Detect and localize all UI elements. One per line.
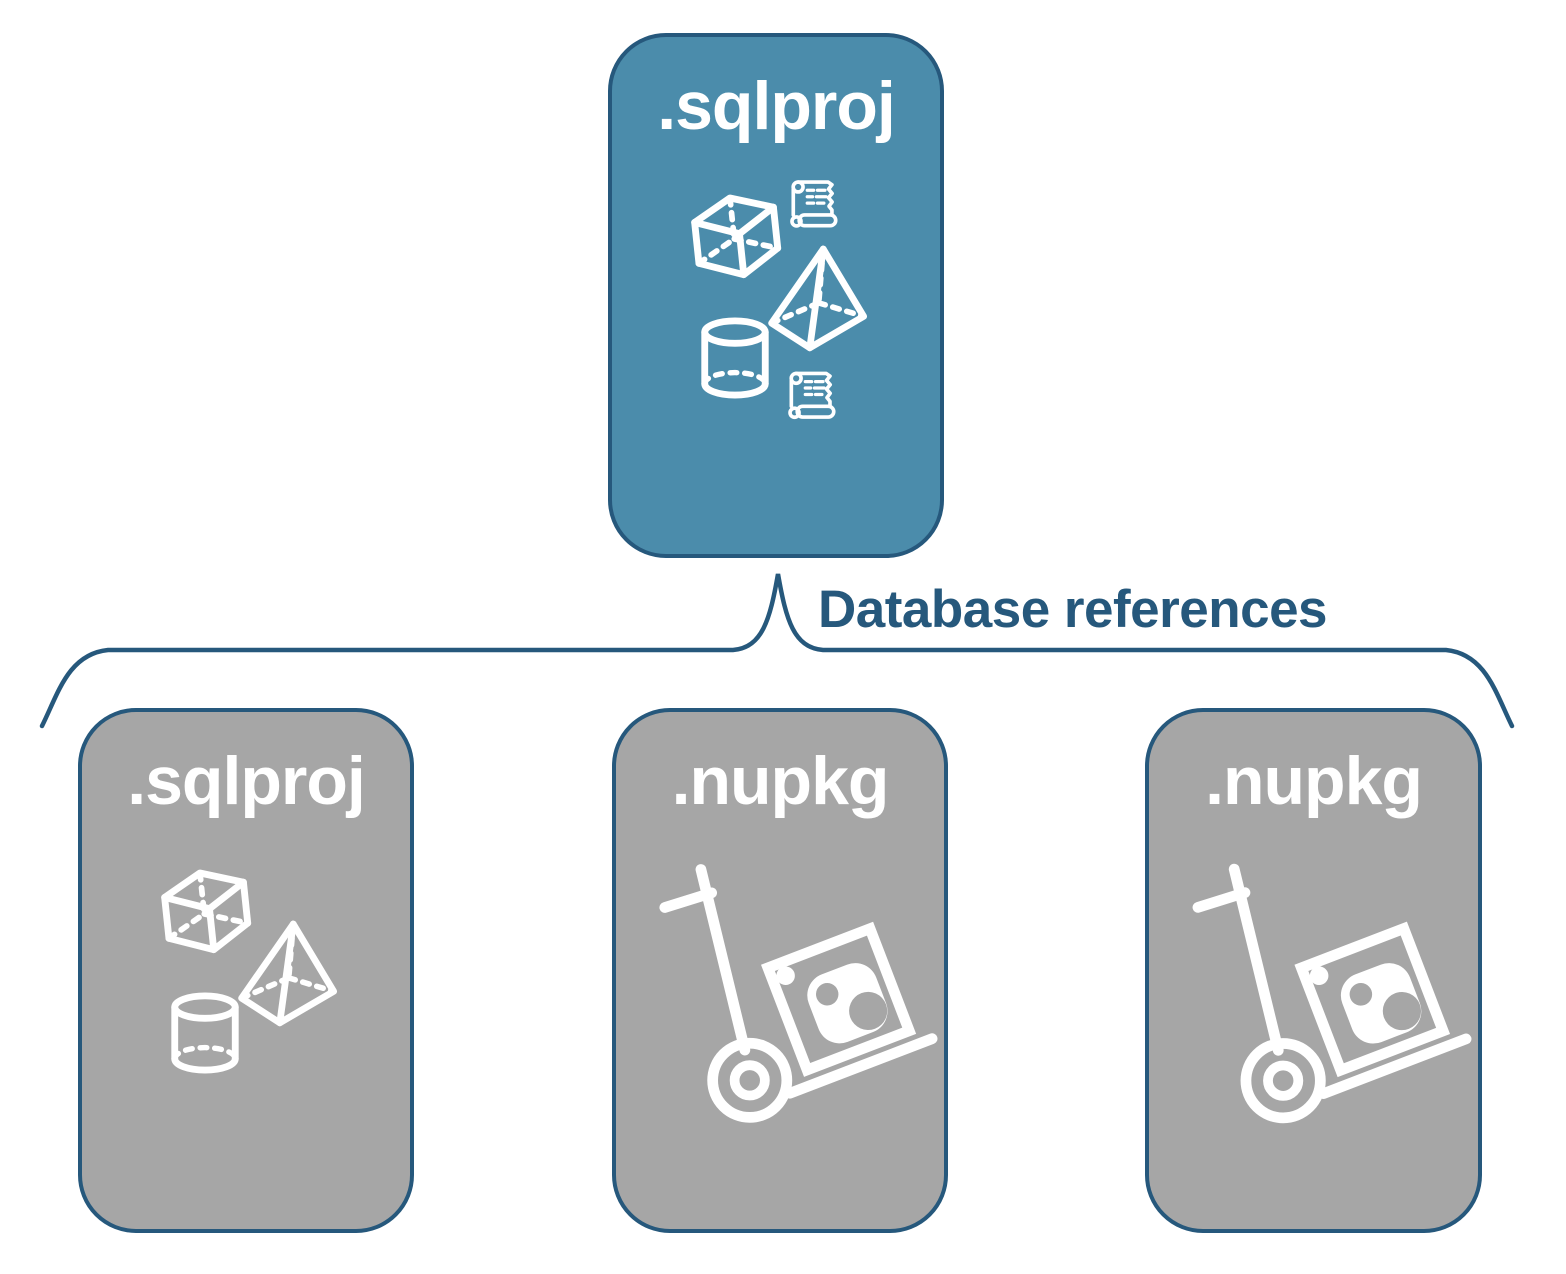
pyramid-icon <box>772 249 864 348</box>
node-sqlproj-root: .sqlproj <box>608 33 944 558</box>
node-label: .sqlproj <box>127 743 366 819</box>
scroll-icon <box>788 371 836 420</box>
cube-icon <box>162 869 250 955</box>
hand-truck-package-icon <box>1198 869 1466 1118</box>
cube-icon <box>692 194 780 280</box>
node-label: .nupkg <box>1205 743 1423 819</box>
node-nupkg-reference-1: .nupkg <box>612 708 948 1233</box>
hand-truck-package-icon <box>665 869 932 1117</box>
node-label: .nupkg <box>671 743 890 819</box>
connector-label: Database references <box>818 580 1328 639</box>
scroll-icon <box>790 180 838 228</box>
pyramid-icon <box>242 924 334 1023</box>
node-sqlproj-reference: .sqlproj <box>78 708 414 1233</box>
cylinder-icon <box>175 996 236 1070</box>
cylinder-icon <box>705 321 766 395</box>
node-nupkg-reference-2: .nupkg <box>1145 708 1482 1233</box>
node-label: .sqlproj <box>657 68 896 144</box>
